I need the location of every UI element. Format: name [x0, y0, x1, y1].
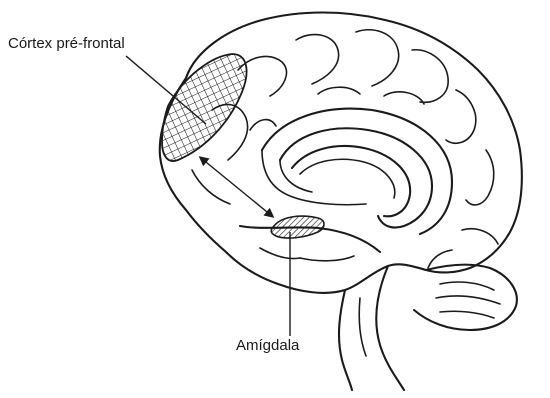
- cingulate-outer: [262, 109, 452, 234]
- brain-outline: [160, 13, 522, 293]
- corpus-callosum: [280, 128, 432, 227]
- amygdala-label: Amígdala: [236, 337, 299, 354]
- amygdala-region: [271, 216, 324, 238]
- connection-arrow: [201, 158, 272, 216]
- cerebellum: [414, 265, 517, 330]
- prefrontal-cortex-label: Córtex pré-frontal: [8, 35, 125, 52]
- prefrontal-cortex-region: [162, 54, 247, 161]
- brainstem: [376, 266, 404, 390]
